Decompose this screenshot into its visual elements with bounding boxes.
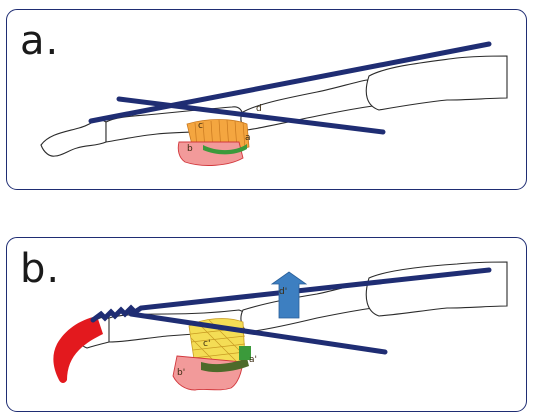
label-c: c xyxy=(198,121,203,131)
panel-a: a. c d b a xyxy=(6,9,527,190)
claw xyxy=(53,316,103,383)
panel-b-diagram: d' c' b' a' xyxy=(7,238,527,412)
panel-b: b. d' c' b' xyxy=(6,237,527,412)
label-b: b' xyxy=(177,368,185,378)
distal-phalanx xyxy=(41,118,106,156)
panel-a-diagram: c d b a xyxy=(7,10,527,190)
label-c: c' xyxy=(203,339,210,349)
label-b: b xyxy=(187,144,193,154)
label-d: d xyxy=(256,104,262,114)
label-d: d' xyxy=(279,287,287,297)
label-a: a' xyxy=(249,355,257,365)
label-a: a xyxy=(245,133,251,143)
fat-pad xyxy=(178,120,249,166)
digit-bones xyxy=(41,56,507,156)
